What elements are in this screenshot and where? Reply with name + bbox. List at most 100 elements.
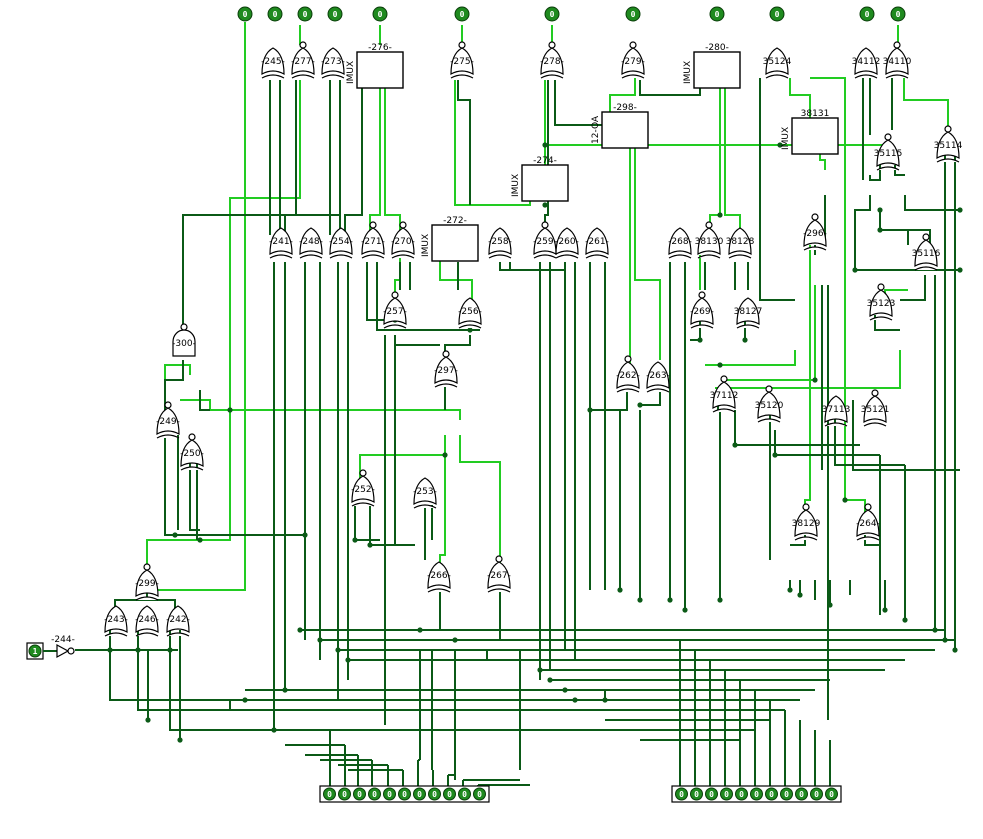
gate-xor[interactable]: -243-: [104, 605, 128, 637]
gate-xor[interactable]: -254-: [329, 227, 353, 259]
output-pin[interactable]: 0: [765, 787, 778, 801]
gate-xnor[interactable]: -250-: [180, 433, 204, 471]
gate-xor[interactable]: -260-: [555, 227, 579, 259]
gate-xnor[interactable]: -257-: [383, 291, 407, 329]
invert-bubble: [369, 221, 377, 229]
gate-xnor[interactable]: -277-: [291, 41, 315, 79]
top-input-pin[interactable]: 0: [625, 6, 641, 22]
output-pin[interactable]: 0: [353, 787, 366, 801]
gate-xnor[interactable]: -264-: [856, 503, 880, 541]
gate-xnor[interactable]: -299-: [135, 563, 159, 601]
output-pin[interactable]: 0: [413, 787, 426, 801]
gate-label: -254-: [329, 237, 353, 247]
gate-xor[interactable]: 34112: [852, 47, 881, 79]
gate-xnor[interactable]: 35120: [755, 385, 784, 423]
gate-xnor[interactable]: -275-: [450, 41, 474, 79]
top-input-pin[interactable]: 0: [890, 6, 906, 22]
output-pin[interactable]: 0: [780, 787, 793, 801]
gate-xnor[interactable]: 34110: [883, 41, 912, 79]
output-pin[interactable]: 0: [735, 787, 748, 801]
top-input-pin[interactable]: 0: [454, 6, 470, 22]
gate-xor[interactable]: 38128: [726, 227, 755, 259]
top-input-pin[interactable]: 0: [544, 6, 560, 22]
gate-xnor[interactable]: -259-: [533, 221, 557, 259]
output-pin[interactable]: 0: [675, 787, 688, 801]
gate-xor[interactable]: -246-: [135, 605, 159, 637]
top-input-pin[interactable]: 0: [709, 6, 725, 22]
wire-junction: [172, 532, 178, 538]
gate-xor[interactable]: -263-: [646, 361, 670, 393]
gate-xnor[interactable]: -271-: [361, 221, 385, 259]
gate-xnor[interactable]: 35114: [934, 125, 963, 163]
gate-xnor[interactable]: 35115: [874, 133, 903, 171]
gate-xor[interactable]: -253-: [413, 477, 437, 509]
gate-and[interactable]: -300-: [172, 323, 196, 357]
gate-xnor[interactable]: -296-: [803, 213, 827, 251]
top-input-pin[interactable]: 0: [372, 6, 388, 22]
gate-xnor[interactable]: -270-: [391, 221, 415, 259]
output-pin[interactable]: 0: [795, 787, 808, 801]
gate-xor[interactable]: -258-: [488, 227, 512, 259]
output-pin[interactable]: 0: [458, 787, 471, 801]
output-pin[interactable]: 0: [473, 787, 486, 801]
gate-xor[interactable]: -245-: [261, 47, 285, 79]
output-pin[interactable]: 0: [825, 787, 838, 801]
xor-curve: [854, 74, 878, 79]
output-pin[interactable]: 0: [323, 787, 336, 801]
output-pin[interactable]: 0: [705, 787, 718, 801]
gate-xor[interactable]: -266-: [427, 561, 451, 593]
gate-xor[interactable]: -241-: [269, 227, 293, 259]
gate-xor[interactable]: 38127: [734, 297, 763, 329]
top-input-pin[interactable]: 0: [859, 6, 875, 22]
output-pin[interactable]: 0: [398, 787, 411, 801]
gate-xor[interactable]: -261-: [585, 227, 609, 259]
gate-xnor[interactable]: -267-: [487, 555, 511, 593]
gate-mux[interactable]: 12-OA-298-: [591, 103, 649, 149]
gate-xnor[interactable]: 38129: [792, 503, 821, 541]
gate-mux[interactable]: IMUX-276-: [346, 43, 404, 89]
output-pin[interactable]: 0: [383, 787, 396, 801]
output-pin[interactable]: 0: [690, 787, 703, 801]
output-pin[interactable]: 0: [443, 787, 456, 801]
gate-xnor[interactable]: 38130: [695, 221, 724, 259]
left-input-pin[interactable]: 1: [26, 642, 44, 660]
gate-xnor[interactable]: -297-: [434, 350, 458, 388]
gate-xor[interactable]: 35124: [763, 47, 792, 79]
top-input-pin[interactable]: 0: [327, 6, 343, 22]
gate-xor[interactable]: -248-: [299, 227, 323, 259]
gate-xnor[interactable]: -252-: [351, 469, 375, 507]
top-input-pin[interactable]: 0: [297, 6, 313, 22]
gate-label: 38130: [695, 237, 724, 247]
gate-xnor[interactable]: -262-: [616, 355, 640, 393]
gate-xor[interactable]: 37113: [822, 395, 851, 427]
top-input-pin[interactable]: 0: [267, 6, 283, 22]
gate-xnor[interactable]: -279-: [621, 41, 645, 79]
gate-mux[interactable]: IMUX-280-: [683, 43, 741, 89]
output-pin[interactable]: 0: [428, 787, 441, 801]
gate-xor[interactable]: -268-: [668, 227, 692, 259]
output-pin[interactable]: 0: [750, 787, 763, 801]
gate-xor[interactable]: -242-: [166, 605, 190, 637]
gate-xnor[interactable]: -269-: [690, 291, 714, 329]
output-pin[interactable]: 0: [368, 787, 381, 801]
gate-xor[interactable]: -273-: [321, 47, 345, 79]
gate-xnor[interactable]: -278-: [540, 41, 564, 79]
top-input-pin[interactable]: 0: [237, 6, 253, 22]
gate-xnor[interactable]: -249-: [156, 401, 180, 439]
output-pin[interactable]: 0: [338, 787, 351, 801]
top-input-pin[interactable]: 0: [769, 6, 785, 22]
output-pin[interactable]: 0: [720, 787, 733, 801]
gate-mux[interactable]: IMUX-272-: [421, 216, 479, 262]
wire-junction: [417, 627, 423, 633]
output-pin[interactable]: 0: [810, 787, 823, 801]
gate-xnor[interactable]: 35123: [867, 283, 896, 321]
gate-mux[interactable]: IMUX-274-: [511, 156, 569, 202]
gate-xnor[interactable]: 35121: [861, 389, 890, 427]
gate-xnor[interactable]: 37112: [710, 375, 739, 413]
pin-led: [267, 6, 283, 22]
gate-xor[interactable]: -256-: [458, 297, 482, 329]
not-gate[interactable]: -244-: [51, 635, 75, 659]
gate-xnor[interactable]: 35116: [912, 233, 941, 271]
wire-junction: [932, 627, 938, 633]
